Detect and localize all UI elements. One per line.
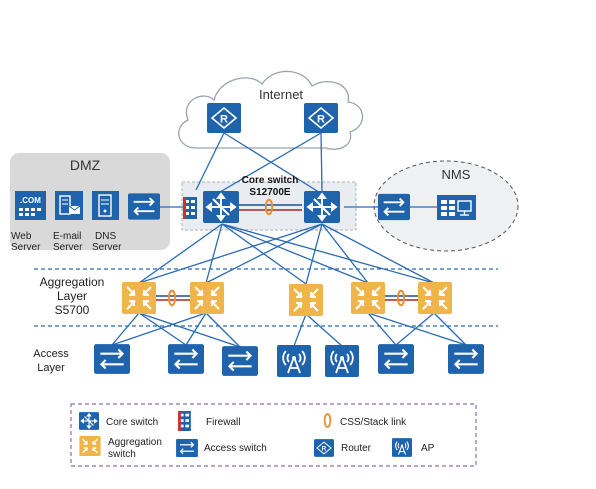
web-server[interactable]: .COM: [15, 191, 46, 220]
legend-firewall-label: Firewall: [206, 417, 240, 428]
internet-router-left[interactable]: [207, 103, 241, 133]
com-label: .COM: [20, 196, 41, 205]
aggregation-switch-2[interactable]: [190, 282, 224, 314]
email-server-label-2: Server: [53, 242, 83, 253]
nms-access-switch[interactable]: [378, 193, 410, 221]
stack-links: [156, 204, 418, 301]
legend-ap-icon: [392, 438, 412, 457]
legend-access-switch-icon: [176, 439, 198, 457]
web-server-label-2: Server: [11, 242, 41, 253]
legend-css-label: CSS/Stack link: [340, 417, 407, 428]
legend-router-label: Router: [341, 443, 372, 454]
core-switch-label-1: Core switch: [242, 175, 299, 186]
email-server[interactable]: [55, 191, 83, 220]
dns-server-label-1: DNS: [95, 231, 116, 242]
aggregation-css-link-icon-right: [396, 289, 406, 307]
core-switch-label-2: S12700E: [249, 187, 290, 198]
core-switch-right[interactable]: [304, 191, 340, 223]
aggregation-css-link-icon-left: [167, 289, 177, 307]
access-layer-label-1: Access: [33, 348, 69, 360]
legend-core-switch-icon: [79, 412, 99, 430]
aggregation-layer-label-1: Aggregation: [40, 275, 105, 289]
aggregation-switch-5[interactable]: [418, 282, 452, 314]
access-switch-5[interactable]: [448, 344, 484, 374]
access-ap-1[interactable]: [276, 345, 312, 377]
internet-label: Internet: [259, 87, 303, 102]
core-switch-left[interactable]: [203, 191, 239, 223]
legend-aggregation-icon: [79, 436, 101, 456]
access-layer-label-2: Layer: [37, 362, 65, 374]
links-layer: [111, 132, 467, 348]
legend-core-switch-label: Core switch: [106, 417, 158, 428]
firewall[interactable]: [183, 197, 197, 219]
web-server-label-1: Web: [11, 231, 32, 242]
access-switch-2[interactable]: [168, 344, 204, 374]
dmz-zone: [10, 153, 170, 250]
access-switch-3[interactable]: [222, 346, 258, 376]
access-switch-4[interactable]: [378, 344, 414, 374]
nms-title: NMS: [442, 167, 471, 182]
internet-router-right[interactable]: [304, 103, 338, 133]
dns-server[interactable]: [92, 191, 119, 220]
legend-ap-label: AP: [421, 443, 435, 454]
aggregation-layer-label-3: S5700: [55, 303, 90, 317]
dmz-title: DMZ: [70, 157, 101, 173]
legend-firewall-icon: [178, 411, 191, 431]
legend-access-switch-label: Access switch: [204, 443, 267, 454]
aggregation-switch-3[interactable]: [289, 284, 323, 316]
legend-aggregation-label-1: Aggregation: [108, 437, 162, 448]
access-ap-2[interactable]: [324, 345, 360, 377]
nms-server-icon[interactable]: [437, 195, 476, 220]
access-switch-1[interactable]: [94, 344, 130, 374]
dmz-access-switch[interactable]: [128, 193, 160, 220]
aggregation-switch-4[interactable]: [351, 282, 385, 314]
email-server-label-1: E-mail: [53, 231, 81, 242]
legend-aggregation-label-2: switch: [108, 449, 136, 460]
aggregation-switch-1[interactable]: [122, 282, 156, 314]
aggregation-layer-label-2: Layer: [57, 289, 87, 303]
legend-router-icon: [314, 439, 334, 457]
dns-server-label-2: Server: [92, 242, 122, 253]
